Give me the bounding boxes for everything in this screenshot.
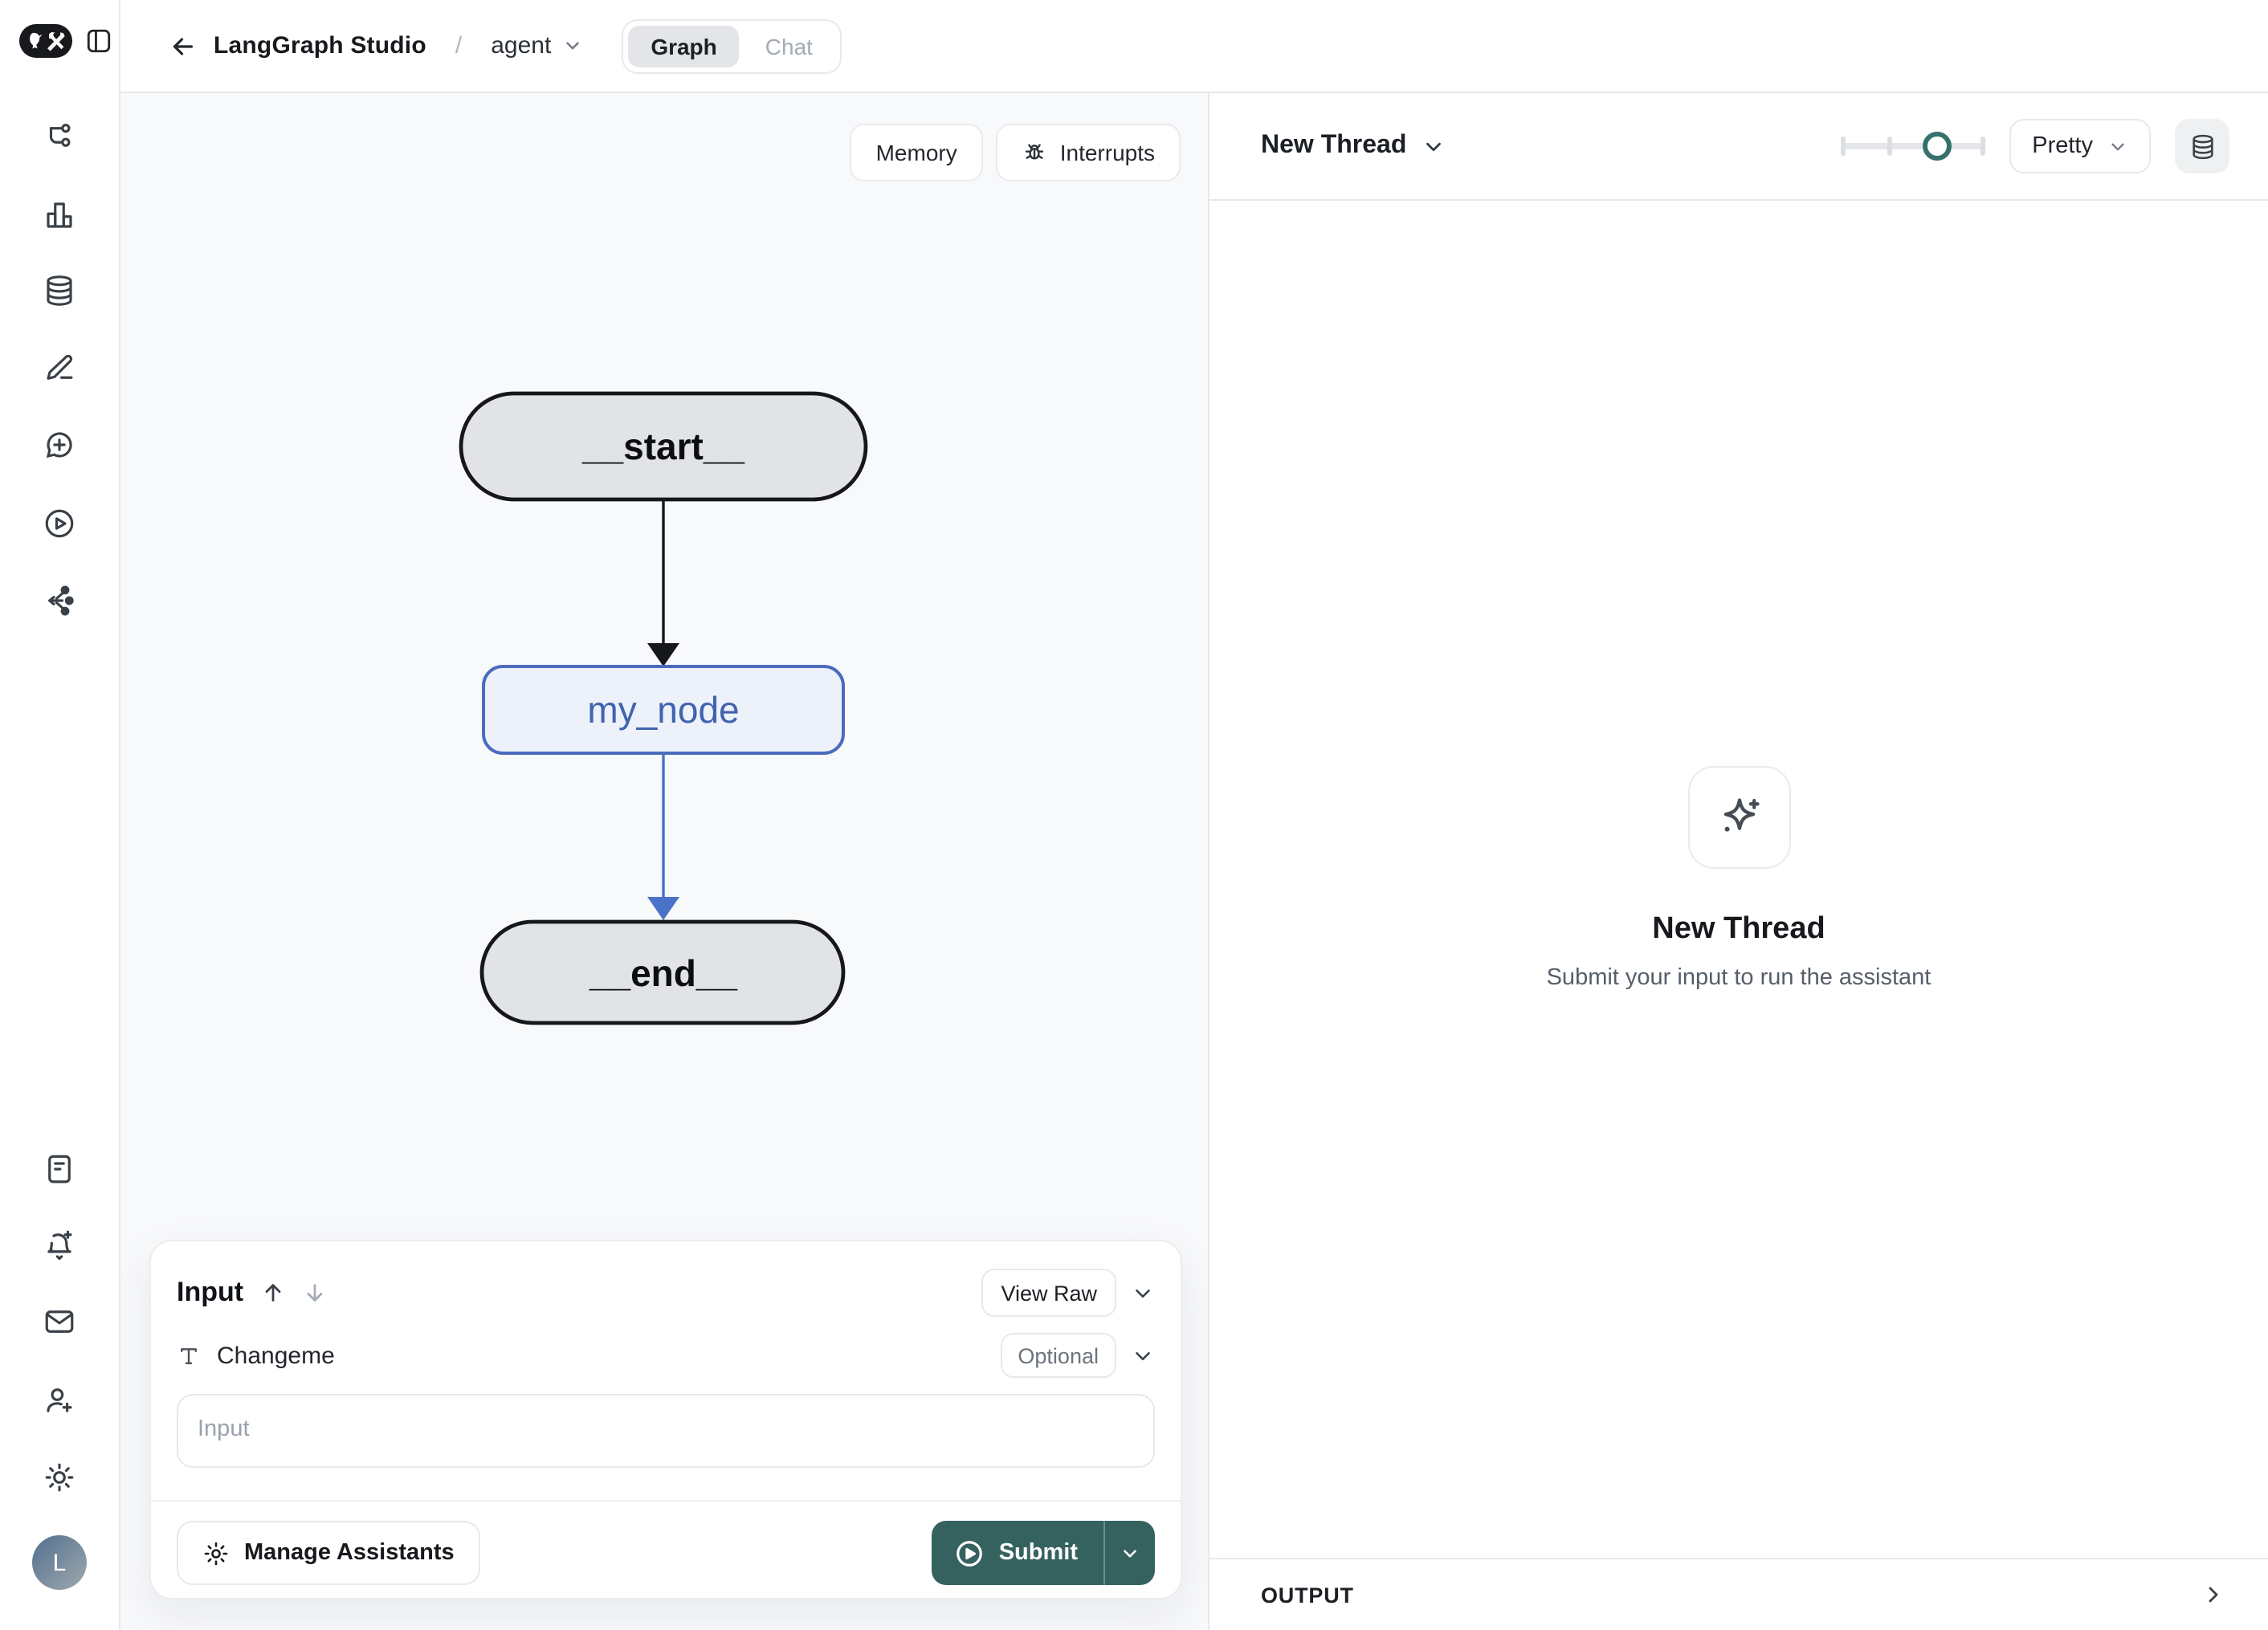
- submit-label: Submit: [998, 1540, 1078, 1566]
- output-section-header[interactable]: OUTPUT: [1209, 1558, 2268, 1630]
- memory-button[interactable]: Memory: [850, 124, 983, 181]
- theme-sun-icon[interactable]: [43, 1461, 76, 1494]
- gear-icon: [204, 1541, 228, 1565]
- bell-plus-icon[interactable]: [43, 1228, 76, 1261]
- chevron-right-icon[interactable]: [2201, 1582, 2226, 1608]
- slider-tick: [1980, 137, 1986, 156]
- breadcrumb-separator: /: [455, 32, 463, 59]
- node-end[interactable]: __end__: [479, 919, 846, 1025]
- edge-start-to-mynode: [647, 499, 679, 666]
- view-raw-button[interactable]: View Raw: [981, 1269, 1116, 1317]
- submit-options-caret[interactable]: [1103, 1521, 1155, 1585]
- manage-assistants-label: Manage Assistants: [244, 1540, 455, 1566]
- slider-knob[interactable]: [1923, 132, 1952, 161]
- thread-header: New Thread Pretty: [1209, 93, 2268, 201]
- arrow-up-icon[interactable]: [259, 1280, 285, 1306]
- detail-slider[interactable]: [1841, 132, 1986, 161]
- output-label: OUTPUT: [1261, 1583, 1354, 1607]
- graph-canvas[interactable]: Memory Interrupts: [120, 93, 1208, 1630]
- chevron-down-icon[interactable]: [1131, 1343, 1155, 1367]
- interrupts-button-label: Interrupts: [1059, 140, 1155, 165]
- avatar[interactable]: L: [32, 1535, 87, 1590]
- play-circle-icon[interactable]: [43, 507, 76, 540]
- optional-badge: Optional: [1000, 1333, 1116, 1378]
- submit-button[interactable]: Submit: [932, 1521, 1103, 1585]
- render-mode-dropdown[interactable]: Pretty: [2009, 119, 2151, 173]
- state-database-button[interactable]: [2175, 119, 2229, 173]
- text-type-icon: [181, 1347, 197, 1363]
- input-panel: Input View Raw Changeme Optional: [149, 1240, 1182, 1599]
- thread-selector[interactable]: New Thread: [1261, 132, 1445, 161]
- panel-toggle-icon[interactable]: [85, 27, 112, 55]
- back-arrow-icon[interactable]: [169, 31, 198, 60]
- sparkle-icon: [1723, 798, 1759, 832]
- tab-graph[interactable]: Graph: [628, 25, 740, 67]
- langchain-logo: [19, 24, 72, 58]
- arrow-down-icon[interactable]: [301, 1280, 327, 1306]
- interrupts-button[interactable]: Interrupts: [995, 124, 1181, 181]
- input-panel-title: Input: [177, 1277, 244, 1307]
- thread-title: New Thread: [1261, 132, 1407, 159]
- topbar: LangGraph Studio / agent Graph Chat: [120, 0, 2268, 93]
- divider: [151, 1500, 1181, 1502]
- empty-state-title: New Thread: [1652, 912, 1825, 946]
- view-mode-tabs: Graph Chat: [622, 18, 842, 73]
- page-title: LangGraph Studio: [214, 32, 426, 59]
- chevron-down-icon[interactable]: [1131, 1281, 1155, 1305]
- sidebar: L: [0, 0, 120, 1630]
- arrowhead-down-icon: [647, 897, 679, 920]
- mail-icon[interactable]: [43, 1305, 76, 1339]
- tab-chat[interactable]: Chat: [765, 33, 813, 59]
- manage-assistants-button[interactable]: Manage Assistants: [177, 1521, 480, 1585]
- node-start[interactable]: __start__: [459, 391, 868, 502]
- field-label: Changeme: [217, 1342, 335, 1369]
- bug-icon: [1025, 144, 1043, 160]
- slider-tick: [1887, 137, 1893, 156]
- slider-track[interactable]: [1841, 143, 1986, 149]
- node-start-label: __start__: [581, 426, 744, 467]
- thread-empty-state: New Thread Submit your input to run the …: [1209, 766, 2268, 991]
- node-my-node-label: my_node: [587, 689, 739, 731]
- submit-button-group: Submit: [931, 1521, 1155, 1585]
- render-mode-value: Pretty: [2032, 133, 2093, 159]
- avatar-initial: L: [52, 1549, 67, 1576]
- agent-name: agent: [491, 32, 552, 59]
- node-my-node[interactable]: my_node: [482, 665, 845, 755]
- graph-diagram: __start__ my_node __end__: [459, 391, 868, 1025]
- chevron-down-icon: [2111, 142, 2124, 150]
- chevron-down-icon: [1124, 1549, 1136, 1557]
- bar-chart-icon[interactable]: [43, 198, 76, 232]
- workflow-icon[interactable]: [43, 121, 76, 155]
- empty-state-subtitle: Submit your input to run the assistant: [1546, 965, 1931, 991]
- parrot-tools-logo-icon: [30, 32, 65, 51]
- node-end-label: __end__: [589, 952, 738, 994]
- notes-icon[interactable]: [43, 1152, 76, 1186]
- new-chat-icon[interactable]: [43, 428, 76, 462]
- sparkle-card: [1687, 766, 1790, 869]
- chevron-down-icon: [1426, 141, 1441, 151]
- slider-tick: [1841, 137, 1846, 156]
- edge-mynode-to-end: [647, 753, 679, 920]
- add-user-icon[interactable]: [43, 1383, 76, 1417]
- edit-pencil-icon[interactable]: [43, 351, 76, 385]
- network-share-icon[interactable]: [43, 584, 76, 617]
- thread-panel: New Thread Pretty: [1208, 93, 2268, 1630]
- database-icon[interactable]: [43, 274, 76, 308]
- memory-button-label: Memory: [875, 140, 957, 165]
- agent-dropdown[interactable]: agent: [491, 32, 583, 59]
- chevron-down-icon: [566, 42, 580, 50]
- arrowhead-down-icon: [647, 643, 679, 666]
- play-circle-icon: [956, 1540, 982, 1566]
- database-icon: [2192, 133, 2213, 159]
- input-field[interactable]: [177, 1394, 1155, 1468]
